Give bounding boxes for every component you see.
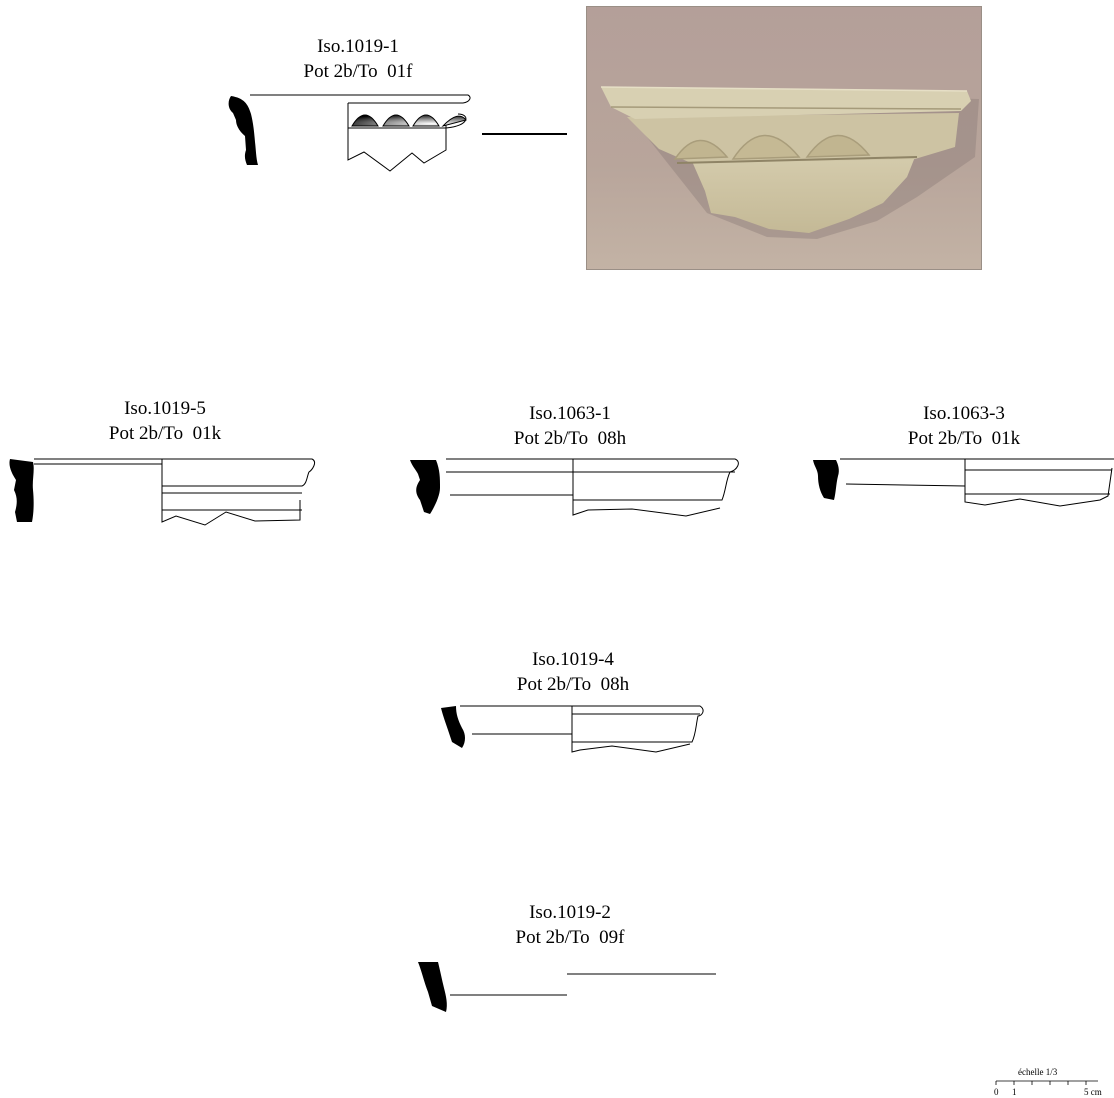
figure-id: Iso.1063-3	[923, 403, 1005, 424]
drawing-iso-1063-3	[813, 458, 1114, 507]
drawing-iso-1019-2	[418, 962, 716, 1012]
section-profile	[9, 459, 34, 522]
section-profile	[813, 460, 839, 500]
sherd-rim	[601, 87, 971, 119]
profile-view	[161, 458, 315, 526]
drawing-iso-1063-1	[410, 458, 739, 517]
section-profile	[441, 706, 465, 748]
figure-id: Iso.1019-4	[532, 649, 614, 670]
section-profile	[418, 962, 447, 1012]
figure-type: Pot 2b/To 01f	[303, 61, 413, 82]
figure-id: Iso.1019-2	[529, 902, 611, 923]
drawing-iso-1019-5	[9, 458, 315, 526]
figure-label-iso-1019-5: Iso.1019-5 Pot 2b/To 01k	[45, 396, 285, 446]
figure-id: Iso.1063-1	[529, 403, 611, 424]
section-profile	[410, 460, 440, 514]
figure-id: Iso.1019-1	[317, 36, 399, 57]
profile-view	[571, 705, 704, 753]
figure-type: Pot 2b/To 01k	[907, 428, 1021, 449]
drawing-iso-1019-1	[228, 94, 567, 172]
scale-label-0: 0	[994, 1087, 999, 1097]
section-profile	[228, 96, 258, 165]
figure-type: Pot 2b/To 09f	[515, 927, 625, 948]
decoration-lobes	[351, 114, 467, 127]
figure-type: Pot 2b/To 08h	[513, 428, 627, 449]
sherd-photo	[586, 6, 982, 270]
figure-label-iso-1063-1: Iso.1063-1 Pot 2b/To 08h	[450, 401, 690, 451]
rim-line	[845, 483, 966, 487]
profile-view	[964, 458, 1114, 507]
figure-type: Pot 2b/To 01k	[108, 423, 222, 444]
profile-view	[572, 458, 739, 517]
profile-view	[347, 94, 471, 172]
sherd-lower-body	[691, 157, 915, 233]
scale-title: échelle 1/3	[1018, 1067, 1058, 1077]
figure-id: Iso.1019-5	[124, 398, 206, 419]
sherd-photo-drawing	[587, 7, 981, 269]
figure-type: Pot 2b/To 08h	[516, 674, 630, 695]
scale-label-1: 1	[1012, 1087, 1017, 1097]
figure-label-iso-1019-2: Iso.1019-2 Pot 2b/To 09f	[450, 900, 690, 950]
drawing-iso-1019-4	[441, 705, 704, 753]
scale-bar	[995, 1080, 1098, 1085]
scale-label-5: 5 cm	[1084, 1087, 1102, 1097]
figure-label-iso-1063-3: Iso.1063-3 Pot 2b/To 01k	[844, 401, 1084, 451]
figure-label-iso-1019-4: Iso.1019-4 Pot 2b/To 08h	[453, 647, 693, 697]
figure-label-iso-1019-1: Iso.1019-1 Pot 2b/To 01f	[238, 34, 478, 84]
